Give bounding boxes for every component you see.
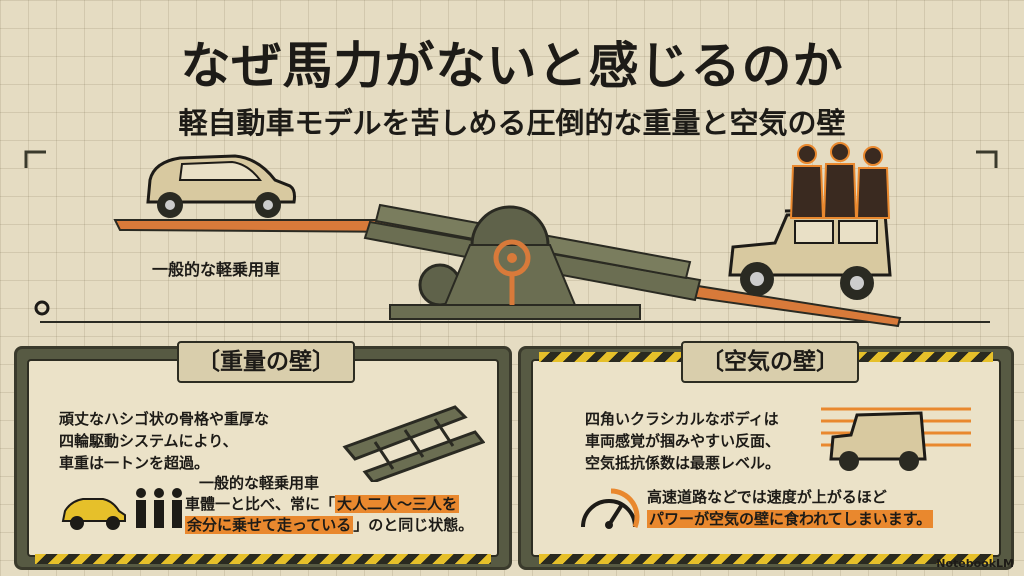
- jeep-icon: [728, 207, 892, 300]
- weight-line-3: 車重は一トンを超過。: [59, 454, 210, 472]
- people-silhouette-icon: [789, 142, 891, 219]
- ladder-frame-icon: [342, 405, 485, 482]
- speed-line-2: パワーが空気の壁に食われてしまいます。: [647, 510, 934, 528]
- kei-car-label: 一般的な軽乗用車: [152, 260, 281, 279]
- compare-line-3: 余分に乗せて走っている」のと同じ状態。: [185, 516, 474, 534]
- weight-panel: 〔重量の壁〕 頑丈なハシゴ状の骨格や重厚な 四輪駆動システムにより、 車重は一ト…: [14, 341, 512, 570]
- speed-line-1: 高速道路などでは速度が上がるほど: [647, 488, 887, 506]
- notebooklm-watermark: NotebookLM: [936, 557, 1014, 570]
- air-panel: 〔空気の壁〕 四角いクラシカルなボディは 車両感覚が掴みやすい反面、 空気抵抗係…: [518, 341, 1014, 570]
- weight-line-2: 四輪駆動システムにより、: [59, 432, 238, 450]
- seesaw-illustration: [113, 203, 902, 328]
- kei-car-icon: [146, 154, 296, 218]
- three-people-icon: [136, 488, 182, 528]
- air-line-1: 四角いクラシカルなボディは: [585, 410, 779, 428]
- weight-line-1: 頑丈なハシゴ状の骨格や重厚な: [59, 410, 270, 428]
- speedometer-icon: [581, 488, 640, 529]
- air-line-2: 車両感覚が掴みやすい反面、: [585, 432, 781, 450]
- weight-panel-title: 〔重量の壁〕: [177, 341, 355, 383]
- wind-jeep-icon: [821, 407, 971, 471]
- page-title: なぜ馬力がないと感じるのか: [180, 37, 844, 95]
- compare-line-1: 一般的な軽乗用車: [199, 474, 320, 492]
- air-panel-title: 〔空気の壁〕: [681, 341, 859, 383]
- yellow-car-icon: [61, 498, 126, 530]
- page-subtitle: 軽自動車モデルを苦しめる圧倒的な重量と空気の壁: [178, 106, 846, 140]
- compare-line-2: 車體一と比べ、常に「大人二人〜三人を: [185, 495, 460, 513]
- air-line-3: 空気抵抗係数は最悪レベル。: [585, 454, 781, 472]
